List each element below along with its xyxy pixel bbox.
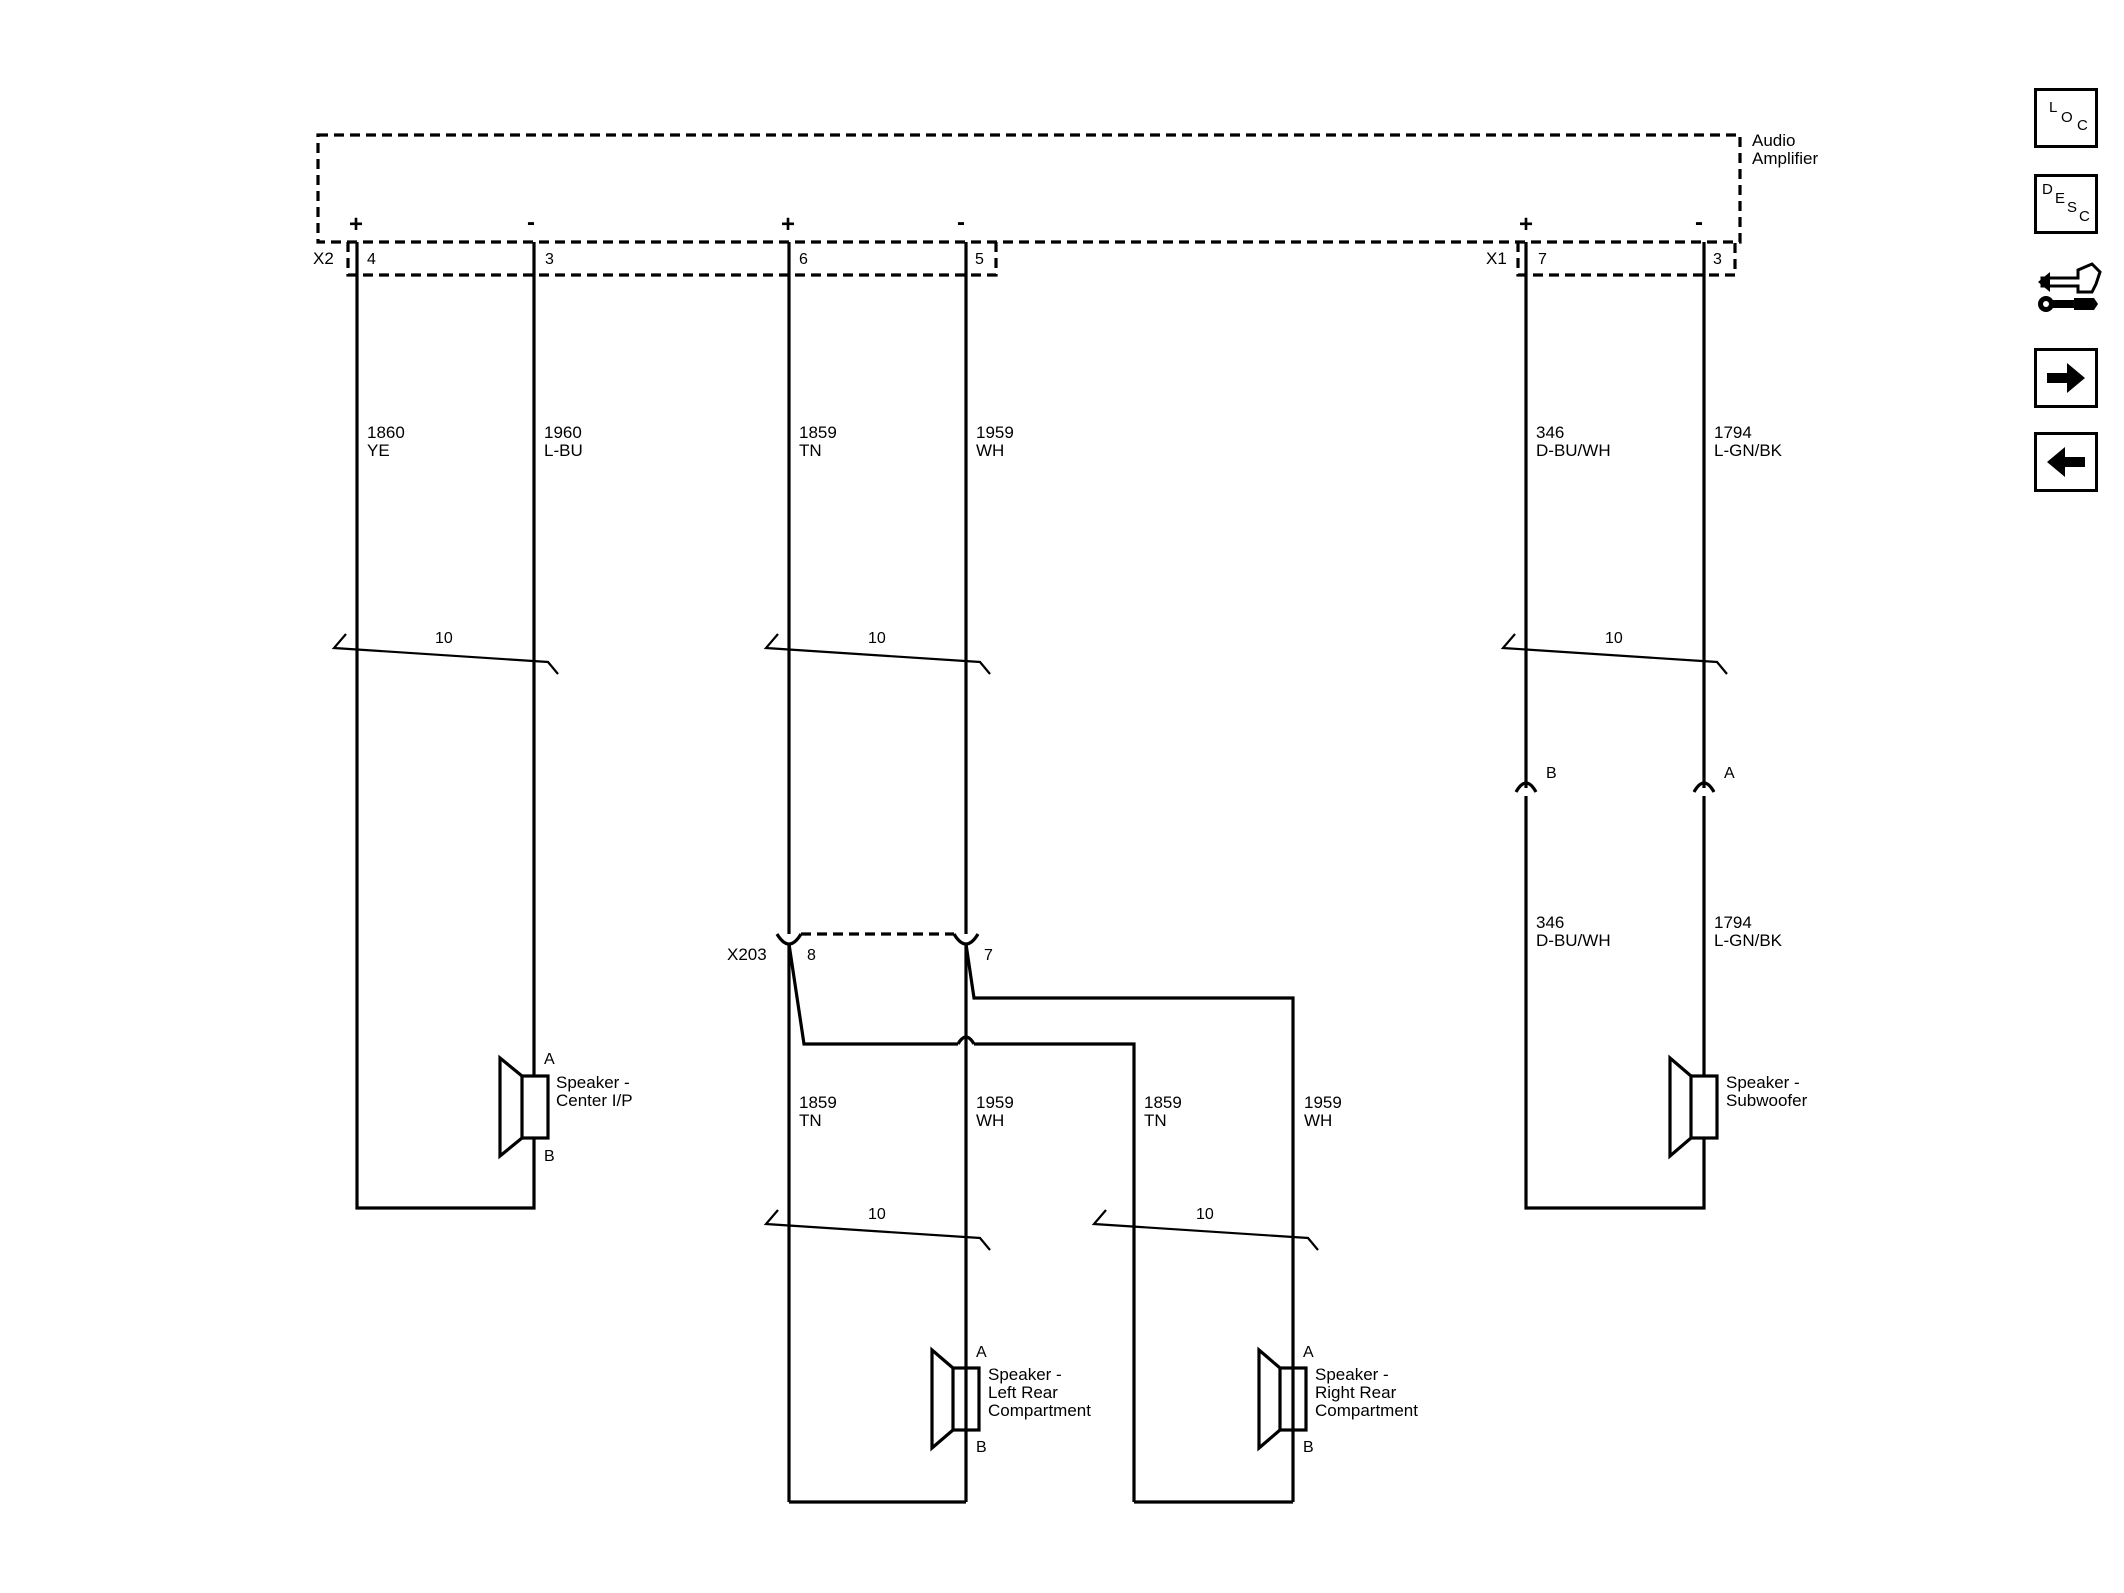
twisted-pair-symbol: 10 — [763, 1206, 991, 1251]
audio-amplifier-module: Audio Amplifier — [316, 131, 1818, 244]
wire-1860-color: YE — [367, 441, 390, 460]
speaker-label: Compartment — [1315, 1401, 1418, 1420]
twisted-pair-symbol: 10 — [763, 630, 991, 675]
amplifier-label-1: Audio — [1752, 131, 1795, 150]
speaker-pin-a: A — [1303, 1344, 1314, 1361]
wire-1859-color: TN — [799, 1111, 822, 1130]
x2-pin-6: 6 — [799, 251, 808, 268]
speaker-label: Left Rear — [988, 1383, 1058, 1402]
minus-sign: - — [1695, 209, 1703, 236]
speaker-right-rear-compartment: A B Speaker - Right Rear Compartment — [1257, 1344, 1418, 1456]
twist-label: 10 — [1605, 630, 1623, 647]
wire-1859-circuit: 1859 — [1144, 1093, 1182, 1112]
x203-pin-8: 8 — [807, 947, 816, 964]
x203-pin-7: 7 — [984, 947, 993, 964]
wire-1959-circuit: 1959 — [1304, 1093, 1342, 1112]
wire-1959-circuit: 1959 — [976, 423, 1014, 442]
connector-x1-label: X1 — [1486, 249, 1507, 268]
inline-pin-a: A — [1724, 765, 1735, 782]
speaker-label: Subwoofer — [1726, 1091, 1808, 1110]
wire-1859-color: TN — [1144, 1111, 1167, 1130]
plus-sign: + — [781, 211, 795, 238]
connector-x203-label: X203 — [727, 945, 767, 964]
speaker-pin-b: B — [544, 1148, 555, 1165]
amplifier-label-2: Amplifier — [1752, 149, 1818, 168]
minus-sign: - — [527, 209, 535, 236]
speaker-label: Speaker - — [1315, 1365, 1389, 1384]
twist-label: 10 — [868, 630, 886, 647]
speaker-label: Speaker - — [556, 1073, 630, 1092]
wire-1859-circuit: 1859 — [799, 423, 837, 442]
x2-pin-3: 3 — [545, 251, 554, 268]
inline-pin-b: B — [1546, 765, 1557, 782]
rear-speakers-circuit: 1859 TN 1959 WH 10 X203 8 7 1859 TN 1 — [727, 242, 1418, 1504]
wire-1959-circuit: 1959 — [976, 1093, 1014, 1112]
plus-sign: + — [1519, 211, 1533, 238]
center-speaker-circuit: 1860 YE 1960 L-BU 10 A B Speaker - Cente… — [331, 242, 633, 1210]
speaker-label: Speaker - — [988, 1365, 1062, 1384]
wire-1794-color: L-GN/BK — [1714, 931, 1783, 950]
speaker-label: Compartment — [988, 1401, 1091, 1420]
speaker-left-rear-compartment: A B Speaker - Left Rear Compartment — [930, 1344, 1091, 1456]
x2-pin-5: 5 — [975, 251, 984, 268]
wire-1859-circuit: 1859 — [799, 1093, 837, 1112]
arrow-left-icon — [2047, 447, 2085, 477]
x2-pin-4: 4 — [367, 251, 376, 268]
plus-sign: + — [349, 211, 363, 238]
wire-1959-color: WH — [976, 441, 1004, 460]
connector-tool-icon — [2038, 262, 2102, 312]
wire-1794-circuit: 1794 — [1714, 913, 1752, 932]
loc-button[interactable]: L O C — [2034, 88, 2098, 148]
speaker-subwoofer: Speaker - Subwoofer — [1668, 1054, 1808, 1160]
speaker-label: Right Rear — [1315, 1383, 1397, 1402]
speaker-center-ip: A B Speaker - Center I/P — [498, 1051, 633, 1165]
twist-label: 10 — [868, 1206, 886, 1223]
speaker-pin-a: A — [544, 1051, 555, 1068]
wire-1794-circuit: 1794 — [1714, 423, 1752, 442]
connector-tool-button[interactable] — [2034, 256, 2104, 328]
speaker-label: Speaker - — [1726, 1073, 1800, 1092]
wire-1960-color: L-BU — [544, 441, 583, 460]
desc-button[interactable]: D E S C — [2034, 174, 2098, 234]
twisted-pair-symbol: 10 — [1091, 1206, 1319, 1251]
twist-label: 10 — [435, 630, 453, 647]
inline-connector-a: A — [1692, 765, 1735, 806]
wire-1959-color: WH — [1304, 1111, 1332, 1130]
wire-1860-circuit: 1860 — [367, 423, 405, 442]
speaker-pin-a: A — [976, 1344, 987, 1361]
connector-x2: X2 4 3 6 5 — [313, 242, 998, 277]
connector-x1: X1 7 3 — [1486, 242, 1737, 277]
wire-1794-color: L-GN/BK — [1714, 441, 1783, 460]
speaker-pin-b: B — [1303, 1439, 1314, 1456]
wire-1960-circuit: 1960 — [544, 423, 582, 442]
wire-346-circuit: 346 — [1536, 913, 1564, 932]
next-button[interactable] — [2034, 348, 2098, 408]
x1-pin-7: 7 — [1538, 251, 1547, 268]
minus-sign: - — [957, 209, 965, 236]
wire-1859-color: TN — [799, 441, 822, 460]
connector-x2-label: X2 — [313, 249, 334, 268]
speaker-pin-b: B — [976, 1439, 987, 1456]
twisted-pair-symbol: 10 — [331, 630, 559, 675]
twisted-pair-symbol: 10 — [1500, 630, 1728, 675]
connector-x203: X203 8 7 — [727, 918, 993, 964]
arrow-right-icon — [2047, 363, 2085, 393]
wire-1959-color: WH — [976, 1111, 1004, 1130]
previous-button[interactable] — [2034, 432, 2098, 492]
twist-label: 10 — [1196, 1206, 1214, 1223]
speaker-label: Center I/P — [556, 1091, 633, 1110]
x1-pin-3: 3 — [1713, 251, 1722, 268]
inline-connector-b: B — [1514, 765, 1557, 806]
polarity-markers: + - + - + - — [349, 209, 1703, 238]
wire-346-color: D-BU/WH — [1536, 441, 1611, 460]
wire-346-circuit: 346 — [1536, 423, 1564, 442]
wire-346-color: D-BU/WH — [1536, 931, 1611, 950]
subwoofer-circuit: 346 D-BU/WH 1794 L-GN/BK 10 B A 346 D-BU… — [1500, 242, 1808, 1210]
